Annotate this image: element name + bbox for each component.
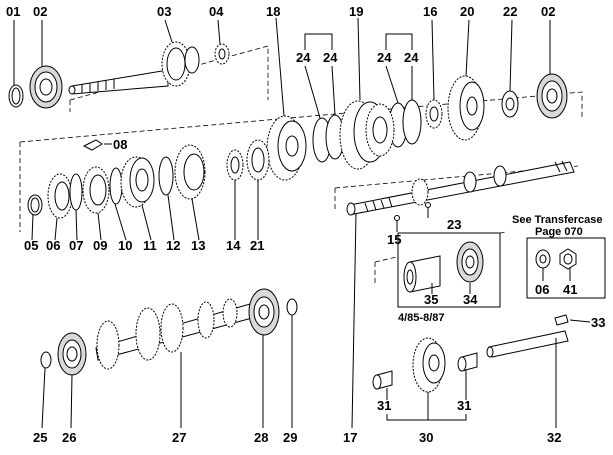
- part-30-reverse-idler-gear: [412, 337, 446, 393]
- label-01: 01: [6, 4, 20, 19]
- label-06-transfer: 06: [535, 282, 549, 297]
- part-13-gear: [174, 144, 206, 200]
- part-18-gear: [266, 115, 307, 181]
- label-27: 27: [172, 430, 186, 445]
- part-01-snap-ring: [8, 84, 24, 108]
- part-34-bearing: [456, 241, 484, 283]
- label-41: 41: [563, 282, 577, 297]
- label-06: 06: [46, 238, 60, 253]
- part-08-key: [82, 139, 103, 151]
- label-17: 17: [343, 430, 357, 445]
- label-15: 15: [387, 232, 401, 247]
- part-05-snap-ring: [27, 194, 43, 216]
- label-12: 12: [166, 238, 180, 253]
- label-30: 30: [419, 430, 433, 445]
- part-14-needle-bearing: [226, 149, 244, 181]
- part-21-gear: [246, 139, 270, 181]
- part-33-key: [554, 314, 569, 326]
- part-03-input-shaft: [68, 41, 200, 95]
- label-09: 09: [93, 238, 107, 253]
- label-04: 04: [209, 4, 224, 19]
- part-26-bearing: [57, 332, 87, 376]
- label-02-right: 02: [541, 4, 555, 19]
- part-16-needle-bearing: [425, 99, 443, 129]
- leader-lines: [13, 17, 591, 429]
- label-13: 13: [191, 238, 205, 253]
- label-34: 34: [463, 292, 478, 307]
- part-02-bearing-left: [29, 65, 63, 109]
- part-32-idler-shaft: [486, 330, 569, 358]
- part-31-bushing-right: [457, 352, 478, 372]
- part-06-washer-transfer: [535, 249, 551, 269]
- label-19: 19: [349, 4, 363, 19]
- label-07: 07: [69, 238, 83, 253]
- label-24-d: 24: [404, 50, 419, 65]
- label-02-left: 02: [33, 4, 47, 19]
- part-12-ring: [158, 156, 174, 196]
- part-27-countershaft-cluster: [95, 298, 253, 370]
- label-05: 05: [24, 238, 38, 253]
- label-32: 32: [547, 430, 561, 445]
- label-28: 28: [254, 430, 268, 445]
- label-25: 25: [33, 430, 47, 445]
- label-24-b: 24: [323, 50, 338, 65]
- part-19-synchronizer-assembly: [339, 100, 395, 170]
- label-33: 33: [591, 315, 605, 330]
- label-26: 26: [62, 430, 76, 445]
- part-02-bearing-right: [536, 73, 568, 119]
- label-14: 14: [226, 238, 241, 253]
- part-22-thrust-washer: [501, 90, 519, 118]
- part-07-ring: [69, 173, 83, 211]
- part-09-gear: [82, 166, 110, 214]
- part-number-labels: 01 02 03 04 18 19 24 24 24 24 16 20 22 0…: [6, 4, 605, 445]
- label-21: 21: [250, 238, 264, 253]
- label-35: 35: [424, 292, 438, 307]
- transfercase-note-line2: Page 070: [535, 226, 583, 238]
- label-03: 03: [157, 4, 171, 19]
- label-11: 11: [143, 238, 157, 253]
- label-18: 18: [266, 4, 280, 19]
- label-24-a: 24: [296, 50, 311, 65]
- part-04-needle-bearing: [214, 43, 230, 65]
- part-17-output-shaft: [346, 160, 575, 216]
- part-24-synchro-rings: [312, 99, 422, 163]
- label-16: 16: [423, 4, 437, 19]
- label-29: 29: [283, 430, 297, 445]
- variant-date-range: 4/85-8/87: [398, 312, 444, 324]
- part-23-ball: [425, 202, 431, 208]
- part-15-ball: [394, 215, 400, 221]
- label-10: 10: [118, 238, 132, 253]
- part-20-gear: [447, 75, 485, 141]
- label-23: 23: [447, 217, 461, 232]
- part-11-synchro-sleeve: [120, 156, 155, 208]
- part-10-ring: [109, 167, 123, 205]
- label-31-right: 31: [457, 398, 471, 413]
- part-29-snap-ring: [286, 298, 298, 316]
- label-31-left: 31: [377, 398, 391, 413]
- transfercase-note-line1: See Transfercase: [512, 214, 603, 226]
- part-06-gear: [47, 173, 73, 219]
- label-08: 08: [113, 137, 127, 152]
- part-28-bearing: [248, 288, 280, 336]
- part-31-bushing-left: [372, 370, 393, 390]
- main-assembly-outline: [19, 91, 583, 232]
- label-24-c: 24: [377, 50, 392, 65]
- label-22: 22: [503, 4, 517, 19]
- part-41-nut: [559, 248, 577, 270]
- label-20: 20: [460, 4, 474, 19]
- part-25-snap-ring: [40, 351, 52, 369]
